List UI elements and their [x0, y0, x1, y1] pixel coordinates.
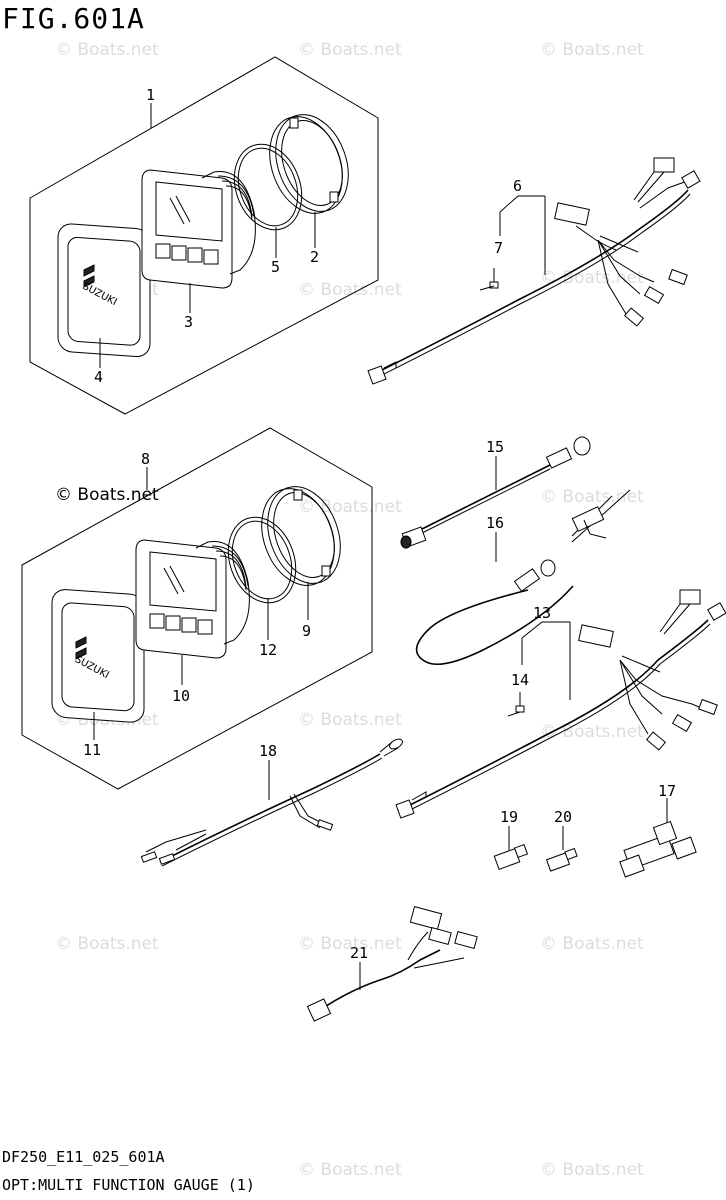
watermark: © Boats.net [298, 280, 402, 300]
bezel-4: SUZUKI [57, 223, 151, 358]
o-ring-5 [233, 143, 303, 231]
callout-10: 10 [172, 687, 190, 705]
watermark: © Boats.net [55, 934, 159, 954]
lock-nut-9 [261, 486, 341, 586]
gauge-kit-8: SUZUKI [21, 427, 373, 790]
watermark: © Boats.net [540, 40, 644, 60]
callout-16: 16 [486, 514, 504, 532]
t-connector-17 [619, 798, 697, 878]
watermark: © Boats.net [298, 40, 402, 60]
callout-4: 4 [94, 368, 103, 386]
callout-5: 5 [271, 258, 280, 276]
drawing-code: DF250_E11_025_601A [2, 1148, 165, 1166]
callout-9: 9 [302, 622, 311, 640]
watermark: © Boats.net [540, 1160, 644, 1180]
kit-1-outline [29, 56, 379, 415]
callout-19: 19 [500, 808, 518, 826]
harness-13 [395, 589, 726, 819]
fitting-19 [493, 826, 529, 870]
callout-20: 20 [554, 808, 572, 826]
kit-8-outline [21, 427, 373, 790]
callout-2: 2 [310, 248, 319, 266]
callout-14: 14 [511, 671, 529, 689]
callout-6: 6 [513, 177, 522, 195]
callout-12: 12 [259, 641, 277, 659]
figure-caption: OPT:MULTI FUNCTION GAUGE (1) [2, 1176, 255, 1194]
watermark: © Boats.net [55, 485, 159, 505]
watermark: © Boats.net [298, 1160, 402, 1180]
watermark: © Boats.net [540, 934, 644, 954]
fitting-20 [545, 826, 578, 872]
callout-15: 15 [486, 438, 504, 456]
watermark: © Boats.net [540, 487, 644, 507]
callout-8: 8 [141, 450, 150, 468]
bezel-11: SUZUKI [51, 589, 145, 723]
watermark: © Boats.net [298, 934, 402, 954]
watermark: © Boats.net [298, 710, 402, 730]
cable-16 [415, 489, 631, 666]
harness-6 [367, 157, 701, 385]
lock-nut-2 [269, 114, 349, 214]
harness-21 [306, 906, 478, 1022]
watermark: © Boats.net [540, 722, 644, 742]
callout-18: 18 [259, 742, 277, 760]
callout-11: 11 [83, 741, 101, 759]
watermark: © Boats.net [55, 40, 159, 60]
gauge-body-3 [141, 169, 256, 289]
figure-title: FIG.601A [2, 2, 145, 35]
callout-13: 13 [533, 604, 551, 622]
harness-18 [140, 738, 403, 867]
gauge-body-10 [135, 539, 250, 659]
cable-15 [400, 436, 591, 549]
callout-17: 17 [658, 782, 676, 800]
o-ring-12 [227, 516, 297, 604]
callout-3: 3 [184, 313, 193, 331]
callout-7: 7 [494, 239, 503, 257]
gauge-kit-1: SUZUKI [29, 56, 379, 415]
callout-1: 1 [146, 86, 155, 104]
callout-21: 21 [350, 944, 368, 962]
